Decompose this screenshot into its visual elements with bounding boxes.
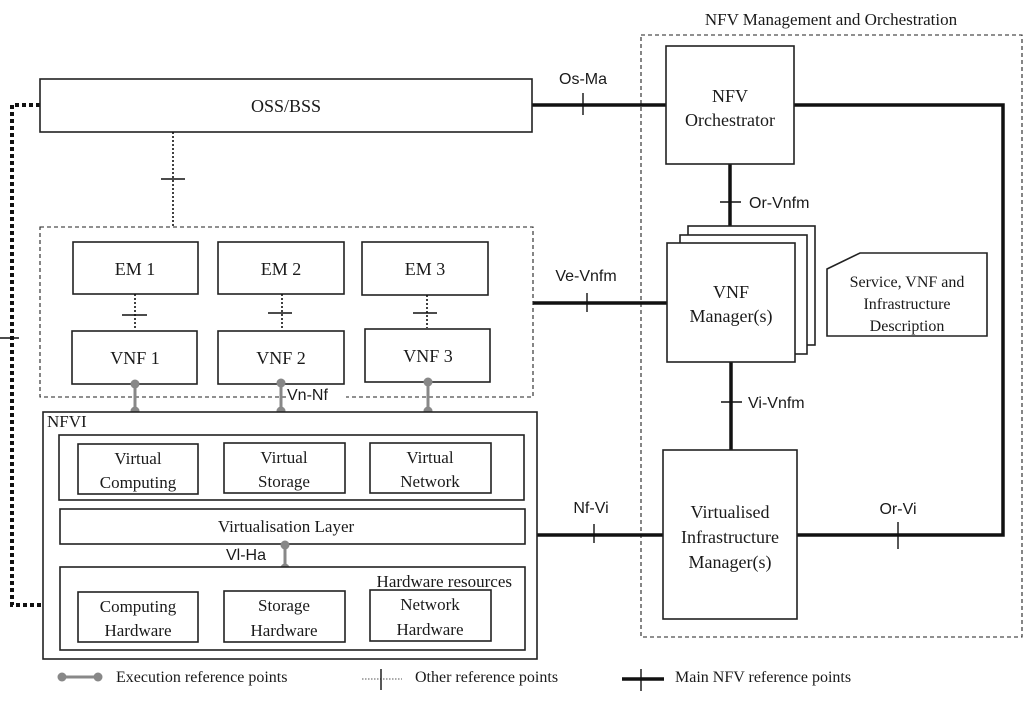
computing-hardware-line2: Hardware <box>104 621 171 640</box>
or-vi-label: Or-Vi <box>879 501 916 518</box>
vim-label-line2: Infrastructure <box>681 527 779 547</box>
storage-hardware-line1: Storage <box>258 596 310 615</box>
or-vnfm-label: Or-Vnfm <box>749 195 809 212</box>
virtualisation-layer-box <box>59 508 526 545</box>
em-2-label: EM 2 <box>261 259 302 279</box>
legend-main-label: Main NFV reference points <box>675 669 851 686</box>
exec-dot <box>130 379 140 389</box>
vn-nf-label: Vn-Nf <box>287 387 328 404</box>
vnf-manager-box <box>666 242 796 363</box>
vim-box <box>662 449 798 620</box>
network-hardware-line1: Network <box>400 595 460 614</box>
vi-vnfm-label: Vi-Vnfm <box>748 395 805 412</box>
vnf-2-label: VNF 2 <box>256 348 306 368</box>
oss-bss-label: OSS/BSS <box>251 96 321 116</box>
vnf-3-box <box>364 328 491 383</box>
virtualisation-layer-label: Virtualisation Layer <box>218 517 355 536</box>
nfvi-label: NFVI <box>47 412 87 431</box>
vim-label-line3: Manager(s) <box>689 552 772 573</box>
vnf-em-container <box>39 226 534 398</box>
legend-other-label: Other reference points <box>415 669 558 686</box>
em-2-box <box>217 241 345 295</box>
oss-hardware-dotted-line <box>10 103 60 607</box>
virtual-network-line1: Virtual <box>406 448 453 467</box>
vn-nf-execution-links <box>130 377 433 416</box>
vn-nf-label-bg <box>288 386 346 402</box>
virtual-network-box <box>369 442 492 494</box>
em-3-box <box>361 241 489 296</box>
em-1-label: EM 1 <box>115 259 156 279</box>
virtual-storage-box <box>223 442 346 494</box>
description-line3: Description <box>870 318 945 335</box>
virtual-computing-box <box>77 443 199 495</box>
vl-ha-label: Vl-Ha <box>226 547 266 564</box>
virtual-computing-line2: Computing <box>100 473 177 492</box>
vim-label-line1: Virtualised <box>691 502 770 522</box>
oss-bss-box <box>39 78 533 133</box>
description-line2: Infrastructure <box>863 296 950 313</box>
orchestrator-label-line1: NFV <box>712 86 748 106</box>
virtual-computing-line1: Virtual <box>114 449 161 468</box>
vnf-2-box <box>217 330 345 385</box>
os-ma-label: Os-Ma <box>559 71 607 88</box>
exec-dot <box>57 672 67 682</box>
virtual-network-line2: Network <box>400 472 460 491</box>
legend: Execution reference points Other referen… <box>57 669 851 691</box>
vnf-1-label: VNF 1 <box>110 348 160 368</box>
mano-container <box>640 34 1023 638</box>
description-card <box>826 252 988 337</box>
vnf-manager-label-line1: VNF <box>713 282 749 302</box>
em-3-label: EM 3 <box>405 259 446 279</box>
virtual-storage-line2: Storage <box>258 472 310 491</box>
exec-dot <box>280 540 290 550</box>
exec-dot <box>276 378 286 388</box>
hardware-resources-label: Hardware resources <box>377 572 512 591</box>
vnf-1-box <box>71 330 198 385</box>
computing-hardware-line1: Computing <box>100 597 177 616</box>
or-vi-line <box>793 103 1005 537</box>
virtual-storage-line1: Virtual <box>260 448 307 467</box>
nf-vi-label: Nf-Vi <box>573 500 608 517</box>
description-line1: Service, VNF and <box>850 274 965 291</box>
orchestrator-label-line2: Orchestrator <box>685 110 775 130</box>
network-hardware-line2: Hardware <box>396 620 463 639</box>
legend-execution-label: Execution reference points <box>116 669 287 686</box>
computing-hardware-box <box>77 591 199 643</box>
vnf-3-label: VNF 3 <box>403 346 453 366</box>
ve-vnfm-label: Ve-Vnfm <box>555 268 616 285</box>
exec-dot <box>93 672 103 682</box>
nfv-orchestrator-box <box>665 45 795 165</box>
exec-dot <box>423 377 433 387</box>
storage-hardware-box <box>223 590 346 643</box>
vnf-manager-label-line2: Manager(s) <box>690 306 773 327</box>
network-hardware-box <box>369 589 492 642</box>
storage-hardware-line2: Hardware <box>250 621 317 640</box>
mano-title: NFV Management and Orchestration <box>705 10 958 29</box>
